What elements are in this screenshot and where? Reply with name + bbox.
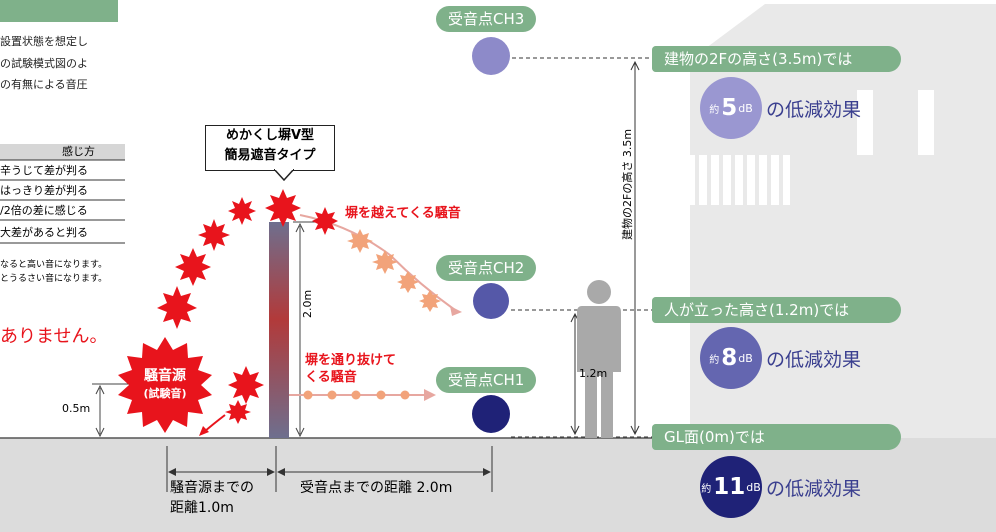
feel-table-row: 辛うじて差が判る: [0, 164, 88, 177]
arc-red-bursts: [157, 189, 301, 424]
result-heading-gl: GL面(0m)では: [652, 424, 901, 450]
noise-through-label: 塀を通り抜けて くる騒音: [305, 352, 396, 386]
result-heading-2f: 建物の2Fの高さ(3.5m)では: [652, 46, 901, 72]
receiver-ch3-label: 受音点CH3: [436, 6, 537, 32]
feel-table-row: はっきり差が判る: [0, 184, 88, 197]
receiver-ch2-label: 受音点CH2: [436, 255, 537, 281]
result-prefix: 約: [701, 483, 712, 495]
noise-source-burst: [118, 337, 212, 433]
fence-label-pointer: [274, 169, 294, 181]
result-gl-effect: の低減効果: [766, 477, 862, 500]
noise-over-label: 塀を越えてくる騒音: [345, 206, 461, 221]
result-person-effect: の低減効果: [766, 348, 862, 371]
noise-over-arrow-head: [450, 306, 462, 316]
building-railing-bars: [695, 155, 783, 205]
result-value: 8: [721, 345, 738, 371]
noise-source-label-line2: (試験音): [143, 387, 187, 400]
feel-table-note: とうるさい音になります。: [0, 274, 108, 284]
result-unit: dB: [738, 101, 753, 115]
receiver-ch3-dot: [472, 37, 510, 75]
fence-label-line2: 簡易遮音タイプ: [224, 148, 316, 163]
building-height-dimension: [630, 60, 640, 436]
distance-arrows: [168, 468, 491, 476]
result-value: 5: [721, 95, 738, 121]
building-height-label: 建物の2Fの高さ 3.5m: [621, 128, 634, 240]
fence-label-line1: めかくし塀V型: [225, 128, 315, 143]
reflect-arrow-head: [199, 426, 209, 436]
fence-height-label: 2.0m: [301, 289, 314, 318]
header-strip: [0, 0, 118, 22]
ground: [0, 438, 996, 532]
fence-height-dimension: [293, 221, 330, 438]
building-railing: [685, 155, 790, 205]
red-note: ありません。: [0, 326, 108, 347]
noise-over-bursts-orange: [347, 229, 441, 312]
feel-table-header: 感じ方: [62, 145, 95, 158]
feel-table-row: 大差があると判る: [0, 226, 88, 239]
noise-source-label: 騒音源 (試験音): [130, 367, 200, 403]
noise-over-bursts-red: [312, 207, 338, 235]
result-value: 11: [713, 474, 746, 500]
intro-text-line1: 設置状態を想定し: [0, 35, 88, 48]
receiver-ch1-label: 受音点CH1: [436, 367, 537, 393]
result-unit: dB: [738, 351, 753, 365]
result-prefix: 約: [709, 354, 720, 366]
distance-source-label-line1: 騒音源までの: [170, 480, 254, 496]
distance-dimension: [166, 446, 493, 492]
intro-text-line3: の有無による音圧: [0, 78, 88, 91]
leader-lines: [511, 57, 660, 438]
result-heading-person: 人が立った高さ(1.2m)では: [652, 297, 901, 323]
result-prefix: 約: [709, 104, 720, 116]
fence-panel: [269, 222, 289, 438]
result-unit: dB: [746, 480, 761, 494]
noise-through-dots: [303, 390, 410, 400]
receiver-ch2-dot: [473, 283, 509, 319]
noise-source-label-line1: 騒音源: [144, 368, 186, 384]
noise-through-label-line1: 塀を通り抜けて: [305, 353, 397, 368]
receiver-ch1-dot: [472, 395, 510, 433]
noise-through-label-line2: くる騒音: [305, 370, 357, 385]
feel-table-row: /2倍の差に感じる: [0, 204, 88, 217]
intro-text-line2: の試験模式図のよ: [0, 57, 88, 70]
building-window-left: [857, 90, 873, 155]
noise-through-arrow-head: [424, 389, 436, 401]
reflect-arrow-line: [203, 414, 226, 433]
distance-source-label: 騒音源までの 距離1.0m: [170, 478, 254, 518]
person-height-label: 1.2m: [579, 367, 608, 380]
building-window-right: [918, 90, 934, 155]
distance-receiver-label: 受音点までの距離 2.0m: [300, 480, 453, 496]
feel-table-note: なると高い音になります。: [0, 260, 108, 270]
fence-label-box: めかくし塀V型 簡易遮音タイプ: [205, 125, 335, 171]
source-height-label: 0.5m: [62, 402, 91, 415]
person-silhouette: [577, 280, 621, 438]
feel-table: [0, 144, 125, 244]
distance-source-label-line2: 距離1.0m: [170, 500, 234, 516]
result-2f-effect: の低減効果: [766, 98, 862, 121]
